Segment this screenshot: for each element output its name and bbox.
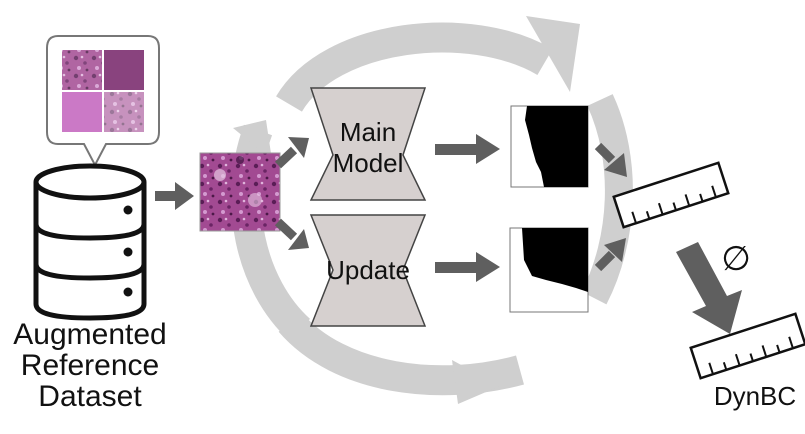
arrow-to-dynbc — [676, 242, 742, 334]
dataset-label-line3: Dataset — [38, 380, 142, 413]
cycle-arc-top — [276, 22, 553, 113]
augmented-tile-2 — [104, 50, 144, 90]
cycle-arc-bottom — [278, 311, 524, 396]
update-model-shape — [309, 214, 427, 327]
augmented-tile-1 — [62, 50, 102, 90]
main-model-label-line1: Main — [340, 117, 396, 147]
arrow-main-mask-to-ruler — [594, 142, 627, 177]
database-icon — [33, 163, 147, 321]
update-segmentation-mask — [509, 227, 589, 313]
cycle-arrowhead-top — [526, 16, 580, 92]
arrow-main-to-mask — [435, 134, 500, 164]
main-segmentation-mask — [510, 105, 589, 188]
update-model-label: Update — [326, 255, 410, 285]
dynbc-label: DynBC — [714, 381, 796, 411]
main-model-shape — [309, 87, 427, 201]
cycle-arrows — [231, 16, 633, 404]
arrow-dataset-to-patch — [155, 182, 194, 210]
augmented-tile-4 — [104, 92, 144, 132]
empty-set-symbol: ∅ — [721, 240, 751, 278]
cycle-arrowhead-left — [233, 120, 272, 160]
augmentation-bubble — [46, 35, 160, 168]
arrow-update-mask-to-ruler — [594, 238, 626, 272]
cycle-arrowhead-bottom — [452, 360, 500, 404]
tissue-patch-image — [199, 152, 281, 232]
arrow-patch-to-update — [274, 218, 309, 250]
dataset-label-line1: Augmented — [13, 318, 166, 351]
arrow-update-to-mask — [435, 252, 500, 282]
arrow-patch-to-main — [274, 137, 309, 169]
augmented-tile-3 — [62, 92, 102, 132]
ruler-icon — [612, 161, 730, 229]
main-model-label-line2: Model — [333, 148, 404, 178]
dataset-label-line2: Reference — [21, 349, 159, 382]
result-ruler-icon — [689, 312, 805, 380]
